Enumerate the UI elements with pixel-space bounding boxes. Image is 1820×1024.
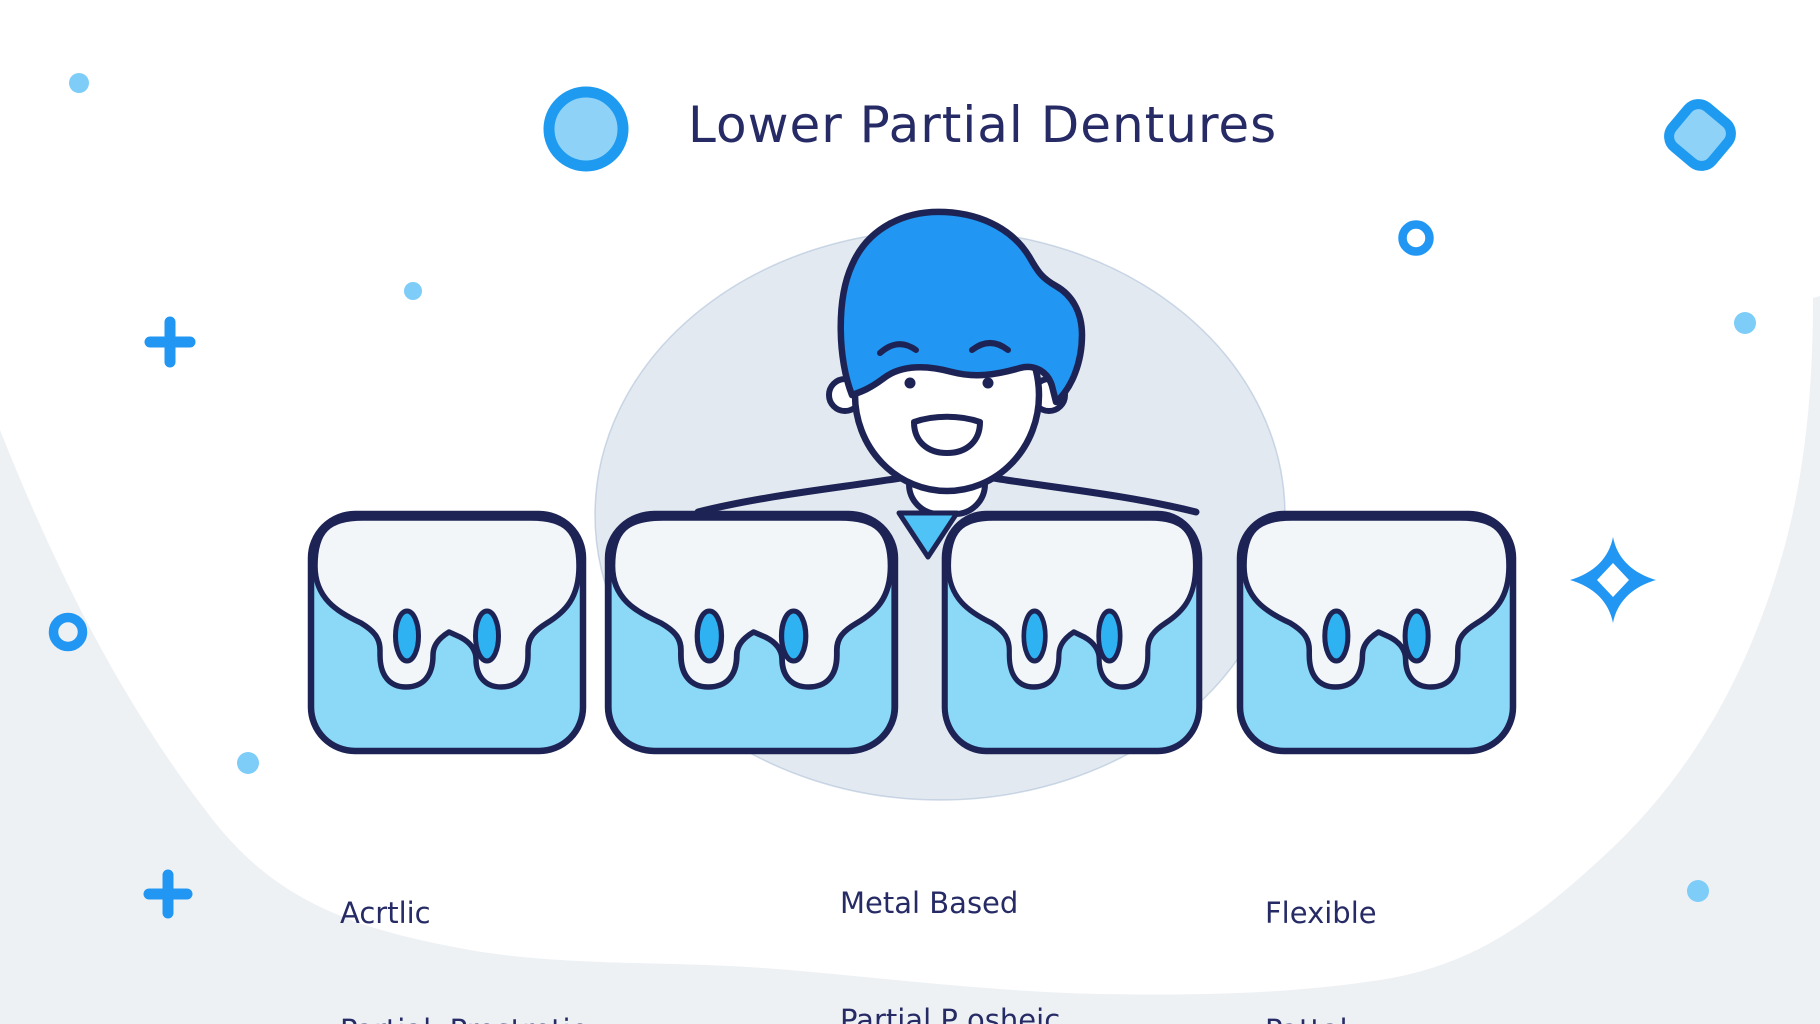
caption-line: Pattal — [1265, 1011, 1377, 1024]
plus-icon — [143, 869, 193, 919]
shirt-collar — [896, 510, 960, 560]
dot-icon — [404, 282, 422, 300]
dot-icon — [237, 752, 259, 774]
denture-tile-metal-right — [941, 510, 1203, 755]
diamond-icon — [1664, 99, 1736, 171]
dot-icon — [1734, 312, 1756, 334]
page-title: Lower Partial Dentures — [688, 96, 1278, 154]
caption-line: Partial P osheic — [840, 1003, 1061, 1024]
caption-line: Acrtlic — [340, 896, 431, 930]
denture-tile-icon — [604, 510, 899, 755]
eyebrow-right — [969, 340, 1011, 353]
dot-icon — [69, 73, 89, 93]
background-wave — [0, 296, 1820, 1024]
patient-character — [694, 208, 1200, 560]
plus-icon — [144, 316, 196, 368]
caption-acrylic-partial: Acrtlic Partial Prostretie — [340, 816, 588, 1024]
hair — [837, 208, 1086, 406]
ring-icon — [48, 612, 88, 652]
denture-tile-icon — [941, 510, 1203, 755]
title-dot-icon — [543, 86, 629, 172]
eye-right — [982, 377, 994, 389]
caption-line: Flexible — [1265, 896, 1377, 930]
sparkle-icon — [1570, 537, 1656, 623]
shoulder-line-right — [984, 473, 1200, 516]
denture-tile-icon — [307, 510, 587, 755]
denture-tile-acrylic — [307, 510, 587, 755]
caption-line: Metal Based — [840, 886, 1019, 920]
ring-icon — [1398, 220, 1434, 256]
eyebrow-left — [877, 341, 919, 356]
dot-icon — [1687, 880, 1709, 902]
eye-left — [904, 377, 916, 389]
caption-flexible-partial: Flexible Pattal — [1265, 816, 1377, 1024]
denture-tile-flexible — [1236, 510, 1517, 755]
caption-metal-based-partial: Metal Based Partial P osheic — [840, 806, 1060, 1024]
denture-tile-metal-left — [604, 510, 899, 755]
mouth — [911, 413, 983, 456]
caption-line: Partial Prostretie — [340, 1011, 588, 1024]
shoulder-line-left — [694, 473, 910, 516]
denture-tile-icon — [1236, 510, 1517, 755]
